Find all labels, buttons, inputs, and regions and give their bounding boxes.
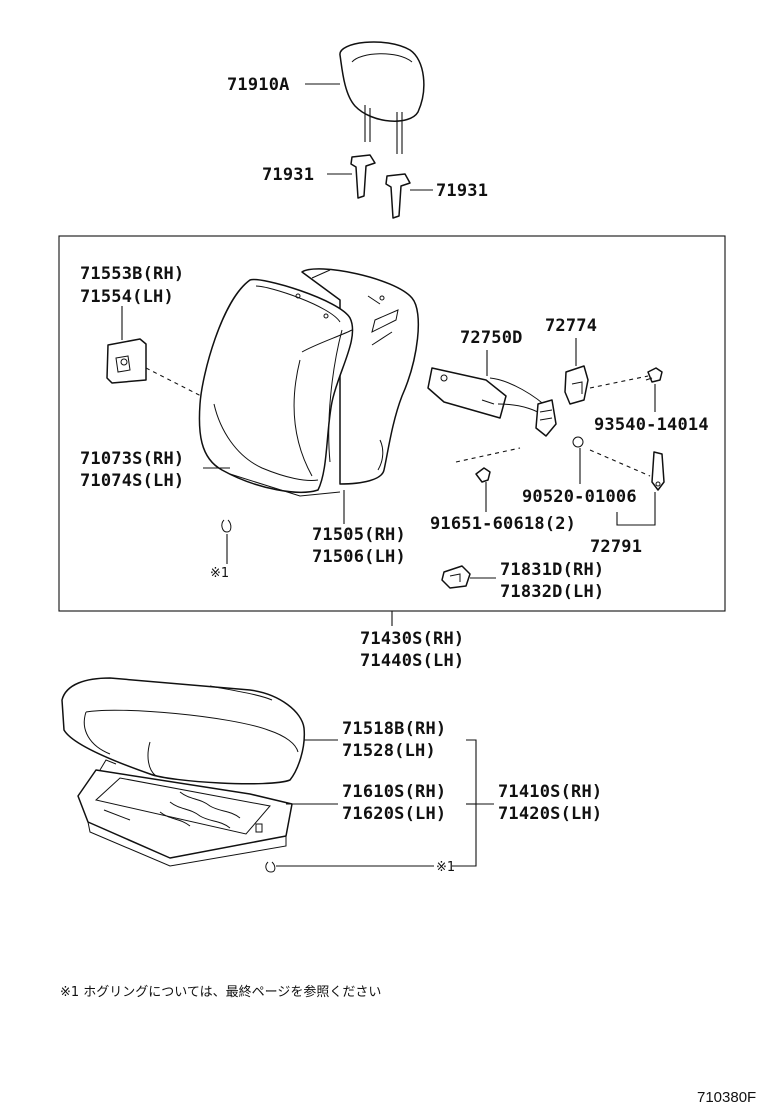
dash-bolt [455,447,521,463]
label-cushion-cover-rh: 71518B(RH) [342,719,446,739]
label-back-frame-lh: 71506(LH) [312,547,406,567]
label-hogring-cushion: ※1 [436,860,455,875]
label-clip-rh: 71831D(RH) [500,560,604,580]
cushion-drawing [61,677,306,785]
label-back-frame-rh: 71505(RH) [312,525,406,545]
label-cushion-frame-rh: 71610S(RH) [342,782,446,802]
label-lever-set: 72791 [590,537,642,557]
dash-lever [589,449,651,477]
label-washer: 90520-01006 [522,487,637,507]
support-right-drawing [385,173,411,219]
hogring-back-drawing [221,519,232,533]
label-back-pad-rh: 71073S(RH) [80,449,184,469]
bracket-cushion-assy [452,739,477,867]
recliner-cover-drawing [564,365,589,405]
label-seatback-assy-lh: 71440S(LH) [360,651,464,671]
label-cushion-assy-lh: 71420S(LH) [498,804,602,824]
headrest-drawing [339,41,425,154]
label-support-left: 71931 [262,165,314,185]
label-screw: 93540-14014 [594,415,709,435]
label-back-pad-lh: 71074S(LH) [80,471,184,491]
label-cushion-cover-lh: 71528(LH) [342,741,436,761]
drawing-code: 710380F [697,1089,756,1106]
hogring-cushion-drawing [265,861,276,873]
label-recliner-cover: 72774 [545,316,597,336]
label-hogring-back: ※1 [210,566,229,581]
recliner-drawing [427,367,557,437]
cover-piece-drawing [106,338,147,384]
clip-drawing [441,565,471,589]
dash-cover [145,367,206,399]
washer-drawing [572,436,584,448]
label-cushion-frame-lh: 71620S(LH) [342,804,446,824]
dash-screw [589,375,649,389]
seatback-drawing [198,268,420,497]
bolt-drawing [475,467,491,494]
label-cover-lh: 71554(LH) [80,287,174,307]
label-headrest: 71910A [227,75,290,95]
label-cushion-assy-rh: 71410S(RH) [498,782,602,802]
label-recliner: 72750D [460,328,523,348]
screw-drawing [645,367,663,383]
support-left-drawing [350,154,376,199]
leader-lever-set [616,492,656,526]
label-bolt: 91651-60618(2) [430,514,576,534]
label-cover-rh: 71553B(RH) [80,264,184,284]
footnote: ※1 ホグリングについては、最終ページを参照ください [60,984,381,1000]
label-clip-lh: 71832D(LH) [500,582,604,602]
label-support-right: 71931 [436,181,488,201]
lever-drawing [651,451,665,491]
label-seatback-assy-rh: 71430S(RH) [360,629,464,649]
cushion-frame-drawing [77,759,293,867]
